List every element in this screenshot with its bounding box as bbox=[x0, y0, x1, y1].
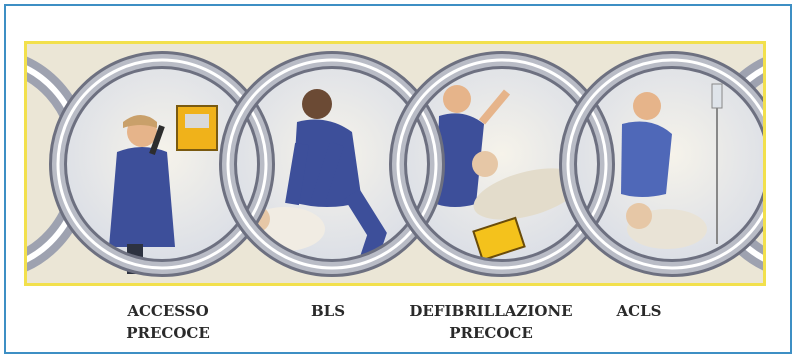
caption-acls: ACLS bbox=[604, 300, 674, 322]
caption-accesso-line2: PRECOCE bbox=[108, 322, 228, 344]
caption-accesso-precoce: ACCESSO PRECOCE bbox=[108, 300, 228, 344]
iv-bag-icon bbox=[712, 84, 722, 108]
caption-accesso-line1: ACCESSO bbox=[108, 300, 228, 322]
caption-defib-line1: DEFIBRILLAZIONE bbox=[396, 300, 586, 322]
stage-captions: ACCESSO PRECOCE BLS DEFIBRILLAZIONE PREC… bbox=[0, 300, 798, 355]
caption-defib-line2: PRECOCE bbox=[396, 322, 586, 344]
caption-bls-line1: BLS bbox=[298, 300, 358, 322]
chain-of-survival-illustration bbox=[24, 41, 766, 286]
caption-bls: BLS bbox=[298, 300, 358, 322]
caption-acls-line1: ACLS bbox=[604, 300, 674, 322]
caption-defibrillazione-precoce: DEFIBRILLAZIONE PRECOCE bbox=[396, 300, 586, 344]
